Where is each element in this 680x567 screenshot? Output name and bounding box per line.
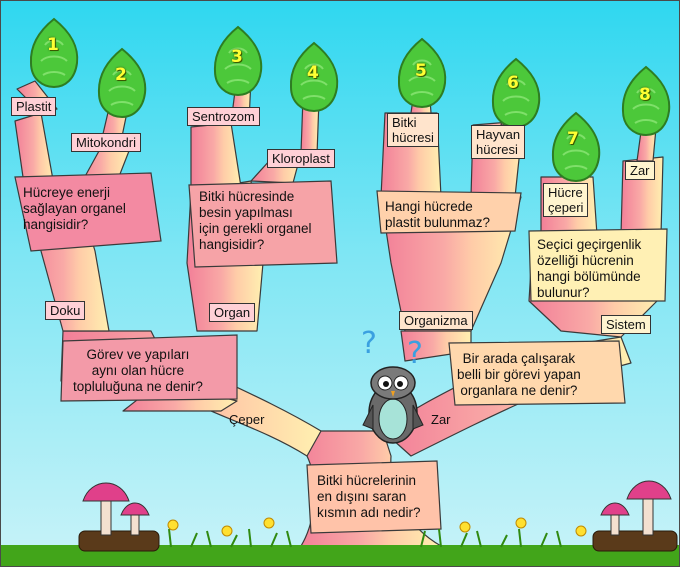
leaf-number: 6 — [507, 73, 519, 93]
question-energy-organelle: Hücreye enerji sağlayan organel hangisid… — [23, 185, 126, 232]
leaf-number: 8 — [639, 85, 651, 105]
leaf-3[interactable]: 3 — [209, 23, 267, 102]
mushroom-left-icon — [78, 482, 160, 552]
tree-leaf-icon — [551, 111, 601, 183]
mushroom-right-icon — [592, 480, 678, 552]
svg-text:?: ? — [361, 326, 377, 361]
tree-leaf-icon — [621, 65, 671, 137]
answer-zar-bottom[interactable]: Zar — [431, 412, 451, 427]
question-no-plastid: Hangi hücrede plastit bulunmaz? — [385, 199, 491, 230]
answer-hucre-ceperi[interactable]: Hücre çeperi — [543, 183, 589, 217]
leaf-1[interactable]: 1 — [25, 15, 83, 94]
leaf-6[interactable]: 6 — [487, 55, 545, 134]
question-selective-permeability: Seçici geçirgenlik özelliği hücrenin han… — [537, 237, 642, 300]
leaf-7[interactable]: 7 — [547, 109, 605, 188]
svg-text:?: ? — [407, 336, 423, 371]
answer-sentrozom[interactable]: Sentrozom — [187, 107, 260, 126]
question-food-organelle: Bitki hücresinde besin yapılması için ge… — [199, 189, 312, 252]
tree-leaf-icon — [213, 25, 263, 97]
leaf-5[interactable]: 5 — [393, 35, 451, 114]
answer-plastit[interactable]: Plastit — [11, 97, 57, 116]
leaf-8[interactable]: 8 — [617, 63, 675, 142]
leaf-2[interactable]: 2 — [93, 45, 151, 124]
owl-icon: ? ? — [361, 326, 424, 444]
answer-mitokondri[interactable]: Mitokondri — [71, 133, 141, 152]
answer-kloroplast[interactable]: Kloroplast — [267, 149, 335, 168]
answer-ceper[interactable]: Çeper — [229, 412, 265, 427]
tree-leaf-icon — [29, 17, 79, 89]
leaf-number: 3 — [231, 47, 243, 67]
leaf-number: 4 — [307, 63, 319, 83]
grass-ground — [1, 517, 679, 566]
leaf-number: 1 — [47, 35, 59, 55]
answer-doku[interactable]: Doku — [45, 301, 86, 320]
answer-organ[interactable]: Organ — [209, 303, 256, 322]
tree-leaf-icon — [97, 47, 147, 119]
leaf-number: 7 — [567, 129, 579, 149]
answer-bitki-hucresi[interactable]: Bitki hücresi — [387, 113, 439, 147]
question-system: Bir arada çalışarak belli bir görevi yap… — [457, 351, 581, 398]
question-tissue: Görev ve yapıları aynı olan hücre toplul… — [73, 347, 203, 394]
answer-sistem[interactable]: Sistem — [601, 315, 651, 334]
leaf-number: 2 — [115, 65, 127, 85]
question-outer-layer: Bitki hücrelerinin en dışını saran kısmı… — [317, 473, 421, 520]
answer-zar-top[interactable]: Zar — [625, 161, 655, 180]
answer-hayvan-hucresi[interactable]: Hayvan hücresi — [471, 125, 526, 159]
tree-leaf-icon — [289, 41, 339, 113]
tree-leaf-icon — [491, 57, 541, 129]
leaf-number: 5 — [415, 61, 427, 81]
tree-leaf-icon — [397, 37, 447, 109]
leaf-4[interactable]: 4 — [285, 39, 343, 118]
answer-organizma[interactable]: Organizma — [399, 311, 473, 330]
